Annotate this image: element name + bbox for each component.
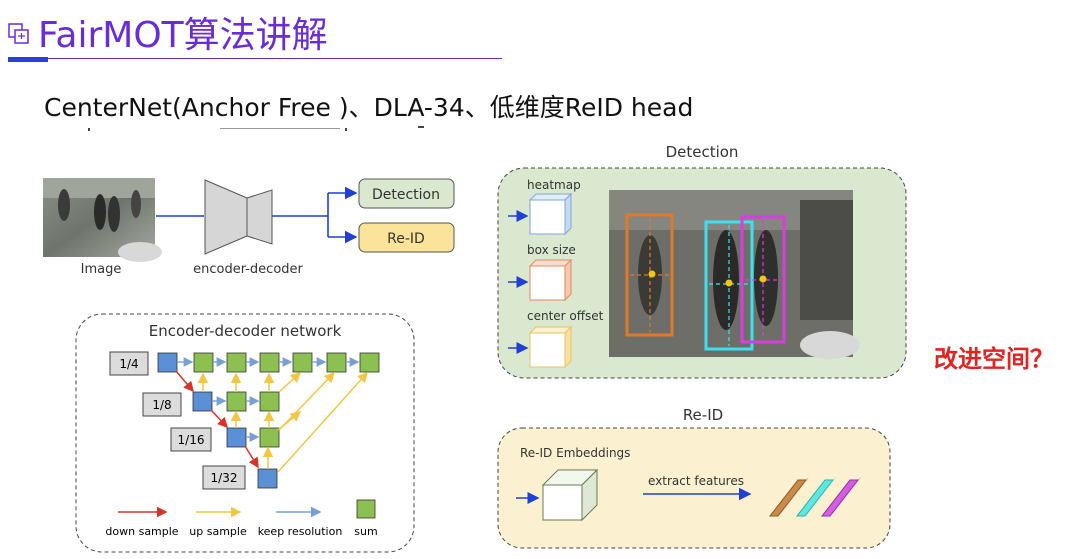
scale-label: 1/32	[211, 471, 238, 485]
head-label-heatmap: heatmap	[527, 178, 581, 192]
reid-panel	[497, 427, 891, 549]
encoder-nodes	[157, 352, 278, 489]
cropped-fragment	[220, 128, 340, 129]
center-offset-cube	[528, 325, 573, 369]
extract-features-label: extract features	[648, 474, 744, 488]
detection-panel-title: Detection	[666, 143, 739, 161]
keep-resolution-arrows	[177, 357, 360, 442]
legend-sum-label: sum	[354, 525, 377, 538]
scale-label: 1/8	[152, 398, 171, 412]
title-underline	[8, 58, 502, 59]
detection-box-label: Detection	[372, 187, 440, 203]
encoder-label: encoder-decoder	[193, 262, 303, 277]
heatmap-cube	[528, 192, 573, 236]
title-accent-bar	[8, 57, 48, 62]
scale-label: 1/4	[119, 357, 138, 371]
slide-title-row: FairMOT算法讲解	[8, 6, 328, 58]
head-label-box-size: box size	[527, 243, 576, 257]
reid-panel-title: Re-ID	[683, 406, 723, 424]
slide-subtitle: CenterNet(Anchor Free )、DLA-34、低维度ReID h…	[44, 93, 694, 122]
network-legend: down sample up sample keep resolution su…	[105, 499, 378, 538]
feature-vectors	[768, 477, 861, 517]
detection-scene	[609, 190, 860, 359]
cropped-fragment	[88, 128, 90, 131]
input-image	[43, 178, 162, 262]
detection-box	[358, 178, 455, 209]
legend-down-label: down sample	[105, 525, 178, 538]
sum-nodes	[193, 352, 380, 448]
head-label-center-offset: center offset	[527, 309, 604, 323]
image-label: Image	[81, 262, 122, 277]
network-panel	[75, 313, 415, 553]
scale-label: 1/16	[178, 433, 205, 447]
cropped-fragment	[418, 126, 424, 128]
box-size-cube	[528, 258, 573, 302]
scale-labels: 1/4 1/8 1/16 1/32	[109, 351, 246, 490]
reid-box	[358, 222, 455, 253]
legend-up-label: up sample	[189, 525, 247, 538]
reid-embeddings-label: Re-ID Embeddings	[520, 446, 630, 460]
encoder-decoder-shape	[204, 179, 273, 255]
legend-keep-label: keep resolution	[258, 525, 343, 538]
improvement-question: 改进空间？	[934, 345, 1054, 373]
up-sample-arrows	[197, 371, 369, 473]
down-sample-arrows	[175, 370, 259, 469]
slide-title: FairMOT算法讲解	[38, 15, 328, 56]
network-title: Encoder-decoder network	[149, 322, 342, 340]
cropped-fragment	[345, 128, 347, 131]
reid-embedding-cube	[541, 468, 599, 522]
reid-box-label: Re-ID	[387, 231, 425, 247]
document-icon	[8, 23, 30, 45]
